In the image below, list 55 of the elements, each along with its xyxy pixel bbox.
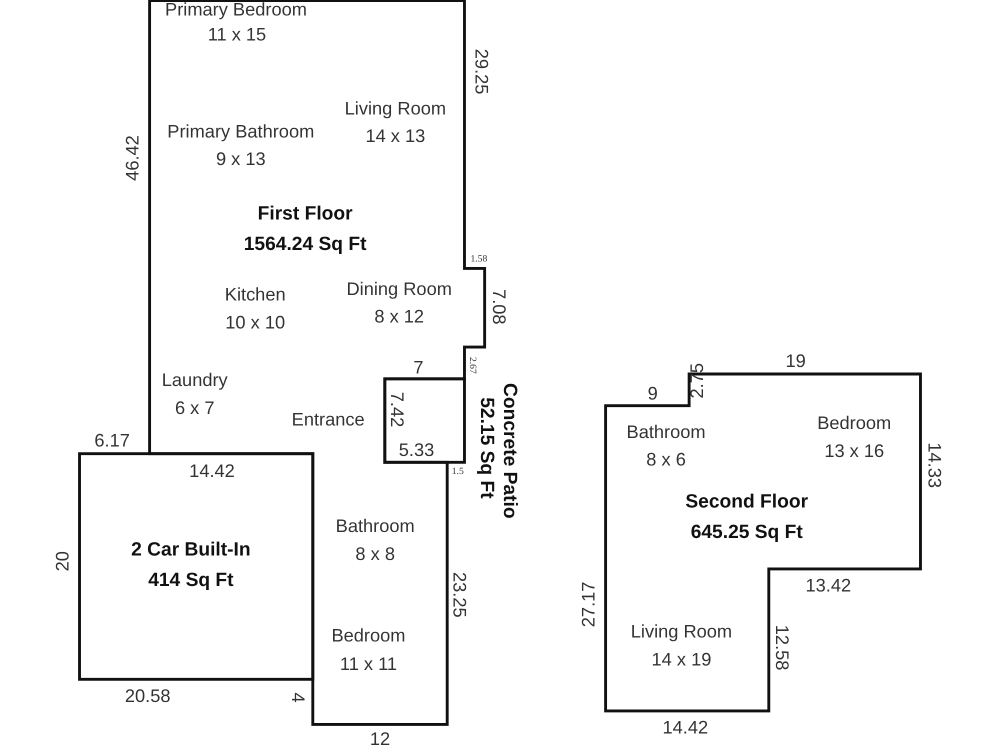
room-name: Laundry [162, 372, 228, 390]
dimension: 46.42 [124, 135, 142, 181]
room-size: 8 x 8 [355, 545, 395, 564]
dimension: 20 [54, 551, 72, 572]
dimension: 9 [648, 385, 658, 404]
room-size: 14 x 19 [652, 650, 712, 670]
area-title: Second Floor [685, 492, 808, 512]
area-size: 1564.24 Sq Ft [244, 234, 366, 254]
dimension: 14.42 [189, 462, 235, 482]
dimension: 2.67 [467, 356, 477, 374]
room-name: Living Room [344, 100, 446, 118]
dimension: 19 [786, 352, 806, 371]
dimension: 4 [288, 692, 307, 703]
dimension: 14.33 [924, 442, 944, 488]
room-size: 6 x 7 [174, 399, 214, 418]
room-name: Primary Bedroom [165, 1, 307, 20]
room-size: 11 x 11 [340, 656, 398, 674]
dimension: 12.58 [772, 624, 790, 670]
room-name: Kitchen [224, 286, 286, 304]
room-size: 8 x 6 [646, 451, 686, 470]
room-name: Dining Room [346, 280, 452, 299]
room-size: 8 x 12 [374, 308, 424, 326]
area-title: First Floor [258, 204, 353, 224]
area-title: Concrete Patio [500, 383, 520, 519]
room-name: Primary Bathroom [167, 122, 314, 142]
room-size: 11 x 15 [208, 26, 266, 44]
room-name: Living Room [630, 623, 732, 642]
room-size: 9 x 13 [216, 150, 266, 170]
area-size: 645.25 Sq Ft [690, 522, 803, 542]
room-size: 13 x 16 [824, 442, 884, 461]
dimension: 6.17 [94, 432, 130, 450]
area-size: 414 Sq Ft [148, 570, 234, 590]
dimension: 12 [370, 730, 390, 749]
room-size: 10 x 10 [225, 314, 286, 332]
room-name: Bedroom [331, 626, 406, 646]
area-size: 52.15 Sq Ft [476, 397, 496, 499]
dimension: 14.42 [662, 719, 708, 738]
dimension: 20.58 [124, 687, 170, 706]
dimension: 7.08 [488, 289, 508, 325]
dimension: 29.25 [472, 48, 490, 94]
dimension: 23.25 [450, 572, 468, 618]
dimension: 13.42 [806, 577, 852, 596]
room-name: Bathroom [336, 518, 415, 536]
room-name: Bedroom [817, 414, 892, 434]
dimension: 27.17 [580, 582, 598, 628]
dimension: 7.42 [387, 392, 406, 428]
dimension: 5.33 [398, 442, 434, 460]
room-name: Entrance [292, 410, 365, 430]
room-size: 14 x 13 [365, 128, 426, 146]
dimension: 1.58 [470, 254, 488, 265]
dimension: 1.5 [452, 467, 464, 477]
area-title: 2 Car Built-In [131, 540, 251, 560]
dimension: 7 [413, 359, 424, 378]
dimension: 2.75 [688, 362, 707, 398]
room-name: Bathroom [626, 423, 706, 442]
